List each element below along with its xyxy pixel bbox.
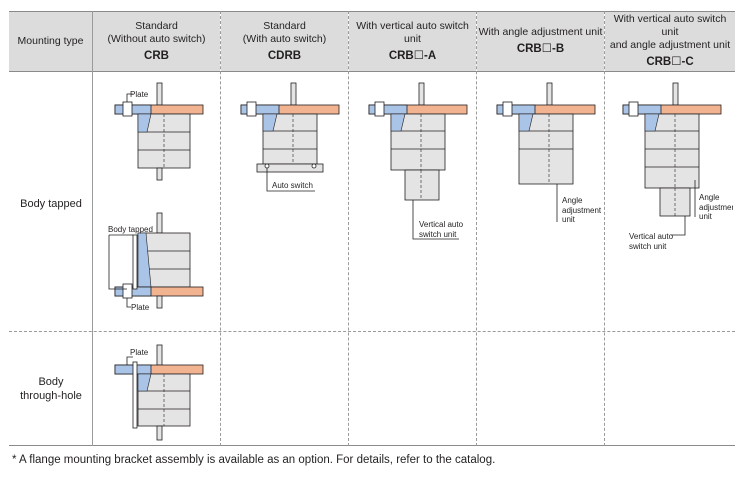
- label-angle: Angle: [562, 196, 583, 205]
- col-divider: [92, 11, 93, 446]
- header-col-crb: Standard (Without auto switch) CRB: [93, 11, 220, 71]
- label-auto-switch: Auto switch: [272, 181, 313, 190]
- crb-c-body-tapped-diagram: Angle adjustment unit Vertical auto swit…: [622, 82, 733, 251]
- table-top-border: [9, 11, 735, 12]
- footnote: * A flange mounting bracket assembly is …: [12, 454, 495, 466]
- header-bottom-border: [9, 71, 735, 72]
- header-line2: and angle adjustment unit: [609, 39, 731, 51]
- label-plate: Plate: [130, 348, 149, 357]
- crb-b-body-tapped-diagram: Angle adjustment unit: [496, 82, 601, 224]
- col-divider: [604, 11, 605, 446]
- row-label-text: through-hole: [20, 390, 82, 402]
- label-plate: Plate: [131, 303, 150, 312]
- label-switch-unit: switch unit: [419, 230, 457, 239]
- row-label-text: Body tapped: [20, 198, 82, 210]
- header-col-crb-a: With vertical auto switch unit CRB☐-A: [349, 11, 476, 71]
- row-divider: [9, 331, 735, 332]
- header-model: CRB☐-C: [646, 56, 694, 68]
- col-divider: [348, 11, 349, 446]
- header-mounting-type: Mounting type: [9, 11, 92, 71]
- label-body-tapped: Body tapped: [108, 225, 153, 234]
- label-angle: Angle: [699, 193, 720, 202]
- header-line1: With vertical auto switch unit: [613, 13, 727, 38]
- label-switch-unit: switch unit: [629, 242, 667, 251]
- label-unit: unit: [699, 212, 713, 221]
- header-line2: (With auto switch): [242, 32, 327, 45]
- row-label-text: Body: [38, 376, 64, 388]
- header-col-cdrb: Standard (With auto switch) CDRB: [221, 11, 348, 71]
- crb-body-through-hole-diagram: Plate: [114, 344, 204, 441]
- header-line1: Standard: [263, 19, 306, 32]
- col-divider: [476, 11, 477, 446]
- col-divider: [220, 11, 221, 446]
- header-model: CDRB: [267, 49, 302, 62]
- row-label-body-through-hole: Body through-hole: [9, 375, 93, 403]
- label-adjustment: adjustment: [562, 206, 601, 215]
- header-line1: Standard: [135, 19, 178, 32]
- header-model: CRB: [144, 49, 169, 62]
- footnote-text: A flange mounting bracket assembly is av…: [16, 454, 496, 466]
- cdrb-body-tapped-diagram: Auto switch: [240, 82, 340, 192]
- crb-body-tapped-diagram: Plate Body tapped Plate: [108, 82, 204, 312]
- header-line2: (Without auto switch): [107, 32, 206, 45]
- header-col-crb-b: With angle adjustment unit CRB☐-B: [477, 11, 604, 71]
- header-line1: With angle adjustment unit: [478, 26, 603, 38]
- label-vertical-auto: Vertical auto: [419, 220, 464, 229]
- crb-a-body-tapped-diagram: Vertical auto switch unit: [368, 82, 468, 240]
- table-bottom-border: [9, 445, 735, 446]
- label-vertical-auto: Vertical auto: [629, 232, 674, 241]
- row-label-body-tapped: Body tapped: [9, 197, 93, 211]
- label-unit: unit: [562, 215, 576, 224]
- mounting-table: Mounting type Standard (Without auto swi…: [9, 11, 735, 446]
- header-line1: With vertical auto switch unit: [356, 19, 469, 45]
- header-model: CRB☐-B: [516, 43, 565, 55]
- header-model: CRB☐-A: [388, 49, 437, 62]
- header-col-crb-c: With vertical auto switch unit and angle…: [605, 11, 735, 71]
- label-adjustment: adjustment: [699, 203, 733, 212]
- footnote-mark: *: [12, 454, 17, 466]
- label-plate: Plate: [130, 90, 149, 99]
- header-mounting-type-label: Mounting type: [17, 34, 84, 47]
